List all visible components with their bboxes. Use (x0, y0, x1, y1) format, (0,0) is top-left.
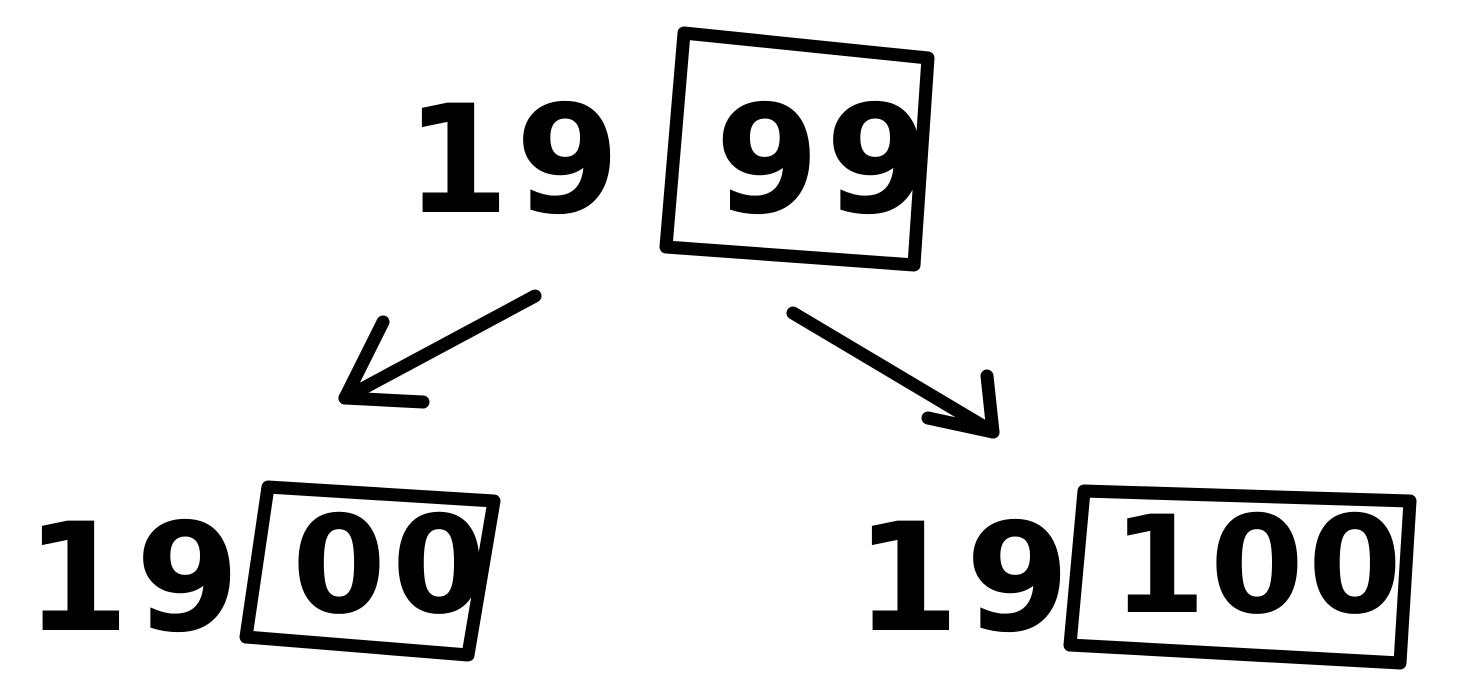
top-boxed-text: 99 (715, 74, 936, 248)
bottom-left-value-box (239, 480, 501, 662)
arrow-right (786, 306, 1000, 439)
bottom-left-boxed-text: 00 (292, 487, 492, 644)
bottom-right-prefix-text: 19 (855, 492, 1076, 666)
bottom-right-node: 19 100 (855, 484, 1417, 670)
top-node: 19 99 (405, 26, 936, 272)
arrow-left (338, 289, 542, 409)
bottom-right-boxed-text: 100 (1112, 487, 1406, 644)
bottom-right-value-box (1063, 484, 1417, 670)
bottom-left-prefix-text: 19 (25, 492, 246, 666)
top-value-box (659, 26, 935, 272)
top-prefix-text: 19 (405, 74, 626, 248)
bottom-left-node: 19 00 (25, 480, 501, 666)
